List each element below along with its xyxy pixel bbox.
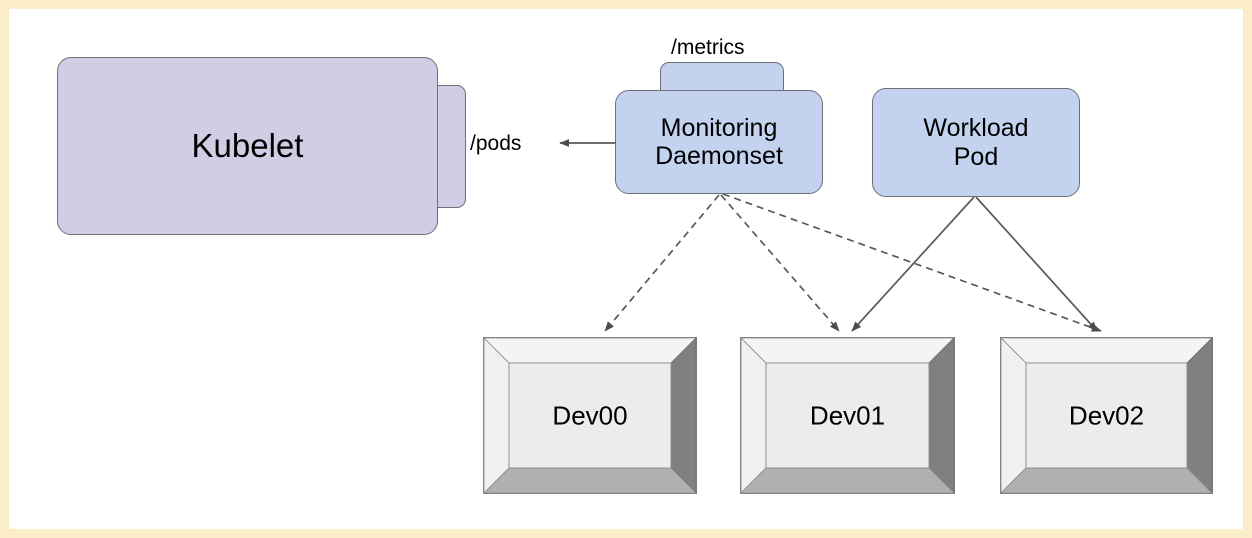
edge-workload-to-dev02 [975,196,1098,332]
monitoring-daemonset-node[interactable]: Monitoring Daemonset [615,90,823,194]
pods-endpoint-label: /pods [470,132,522,155]
monitoring-label-line1: Monitoring [660,113,778,142]
kubelet-label: Kubelet [191,127,304,165]
device-dev00[interactable]: Dev00 [483,337,697,494]
device-frame-graphic [483,337,697,494]
edge-monitoring-to-dev01 [720,194,840,332]
device-label: Dev00 [552,400,628,430]
device-dev02[interactable]: Dev02 [1000,337,1213,494]
edge-monitoring-to-dev00 [604,194,720,332]
edge-monitoring-to-dev02 [722,193,1102,332]
device-label: Dev02 [1068,400,1145,430]
monitoring-label-line2: Daemonset [655,142,783,170]
workload-label-line1: Workload [923,114,1029,142]
metrics-endpoint-label: /metrics [671,36,745,59]
diagram-canvas: Kubelet /pods /metrics Monitoring Daemon… [9,9,1243,529]
monitoring-daemonset-label: Monitoring Daemonset [655,114,783,171]
device-label: Dev01 [809,400,886,430]
device-frame-graphic [740,337,955,494]
device-dev01[interactable]: Dev01 [740,337,955,494]
workload-label-line2: Pod [953,142,999,171]
workload-pod-label: Workload Pod [923,114,1028,171]
device-frame-graphic [1000,337,1213,494]
kubelet-node[interactable]: Kubelet [57,57,438,235]
edge-workload-to-dev01 [851,196,975,332]
workload-pod-node[interactable]: Workload Pod [872,88,1080,197]
